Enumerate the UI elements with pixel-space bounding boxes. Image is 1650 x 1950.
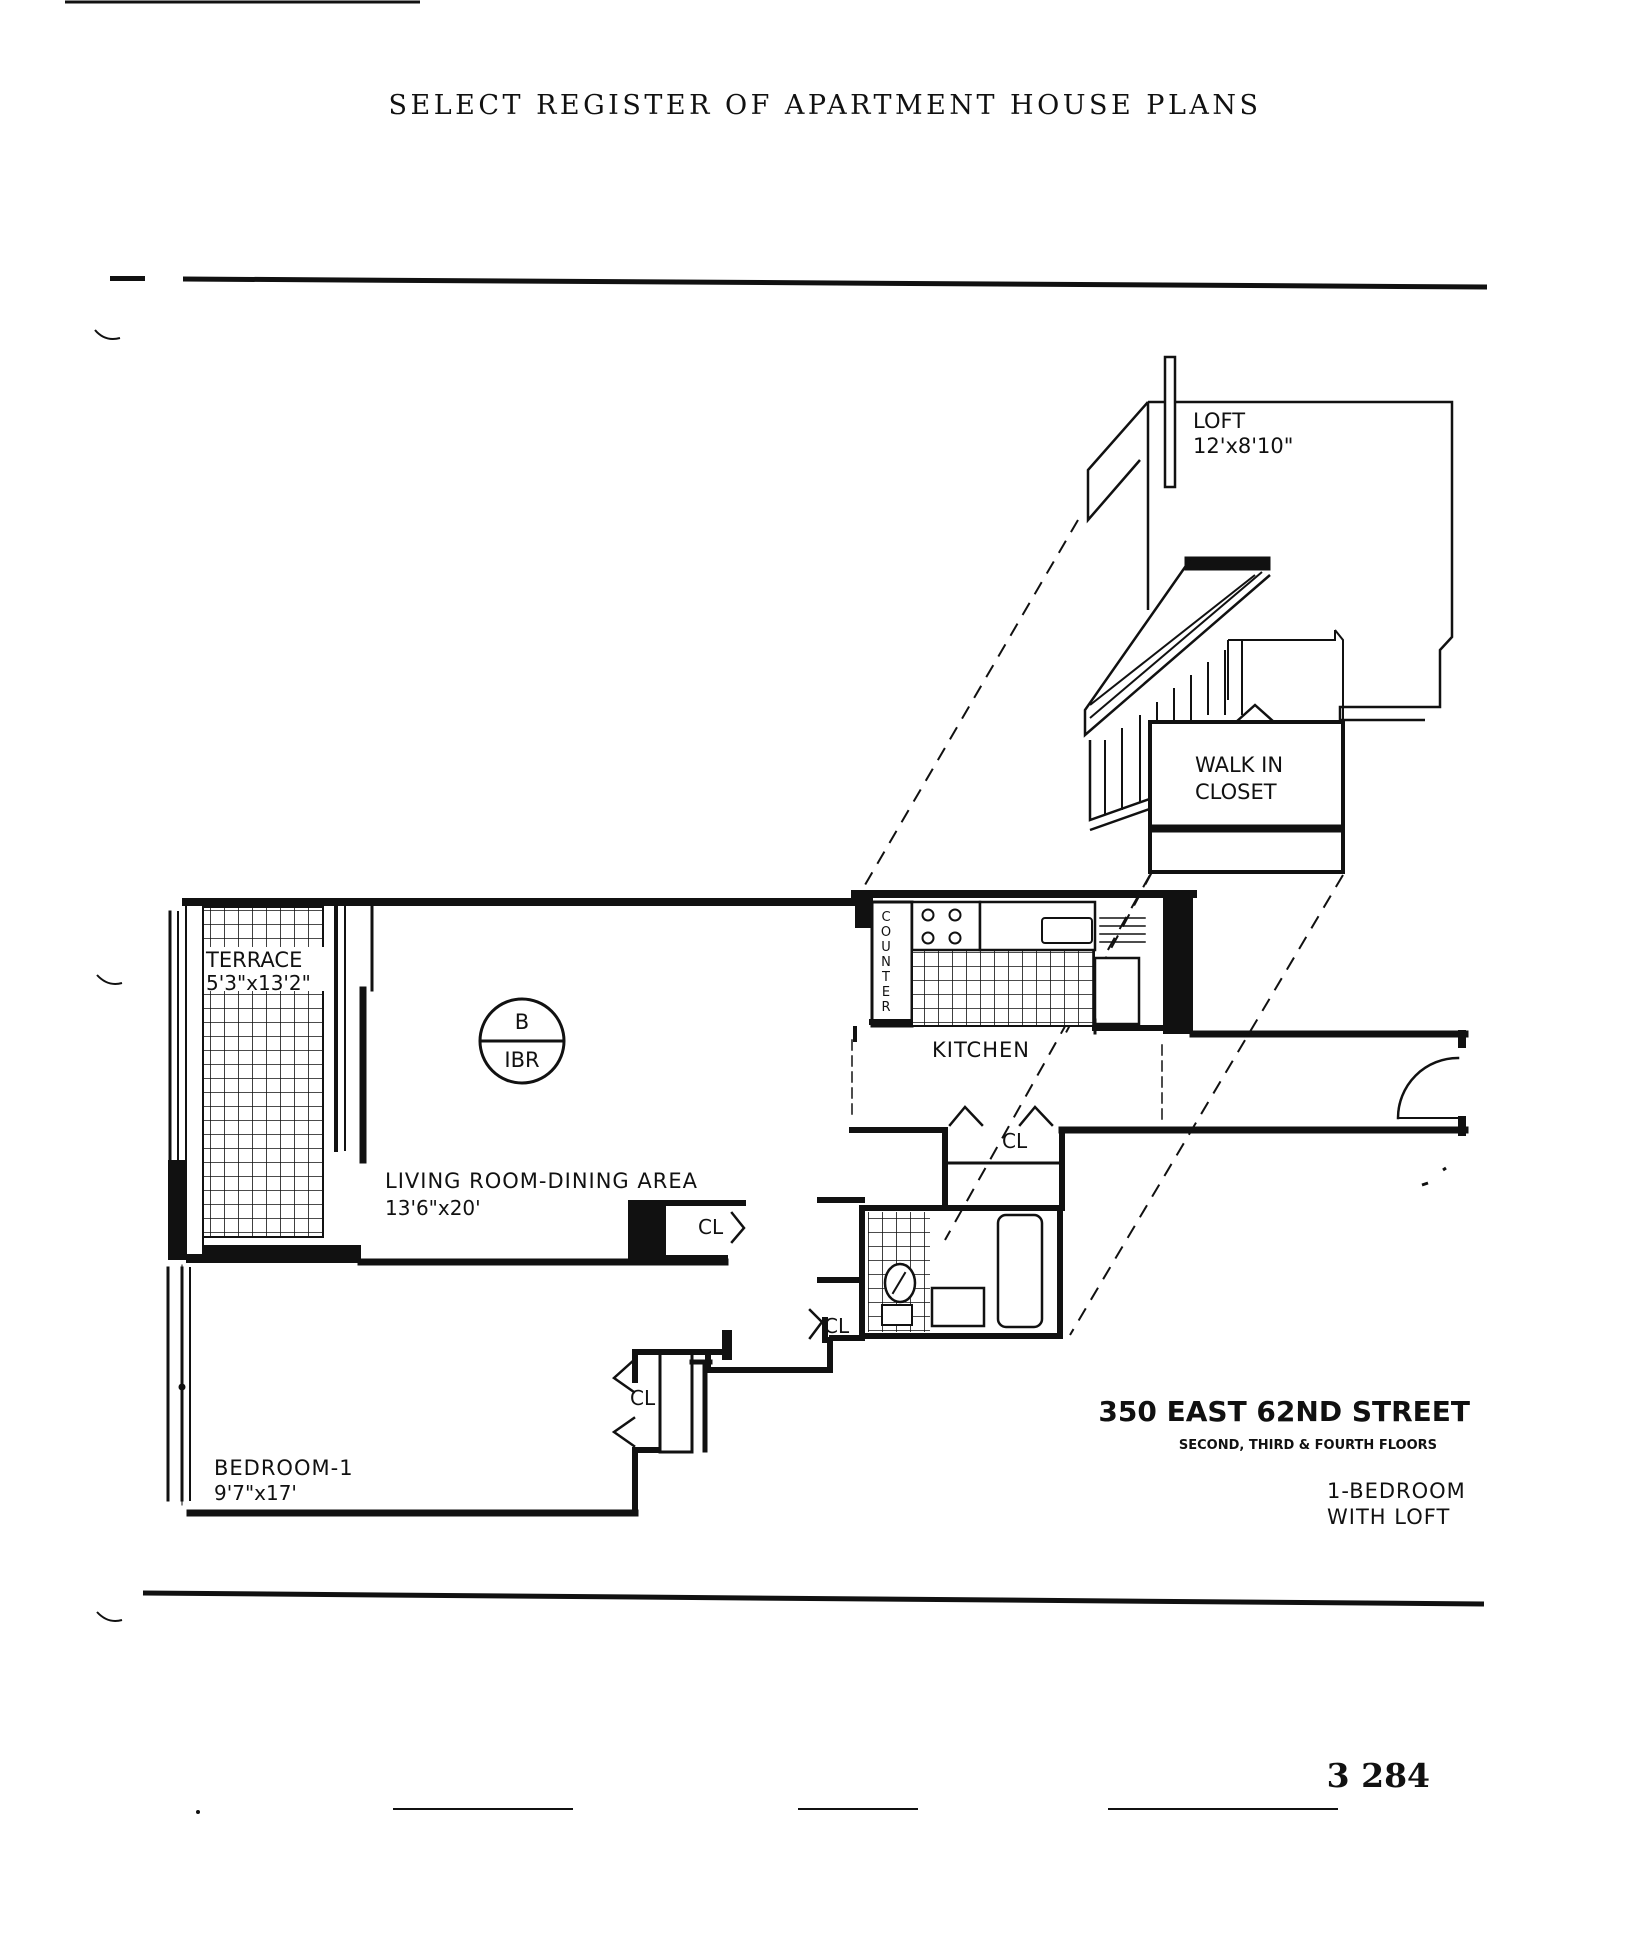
counter-letter: C xyxy=(881,910,890,925)
walk-in-closet-label-2: CLOSET xyxy=(1195,780,1277,804)
counter-letter: U xyxy=(881,940,891,955)
closet-label-hall: CL xyxy=(1002,1129,1028,1153)
terrace-label-bg xyxy=(203,947,325,991)
living-size: 13'6"x20' xyxy=(385,1196,481,1220)
counter-letter: O xyxy=(881,925,891,940)
unit-symbol-bottom: IBR xyxy=(504,1048,539,1072)
unit-symbol-top: B xyxy=(515,1010,529,1034)
bedroom-label: BEDROOM-1 xyxy=(214,1456,354,1480)
kitchen-label: KITCHEN xyxy=(932,1038,1030,1062)
binder-mark xyxy=(96,974,123,985)
bedroom-size: 9'7"x17' xyxy=(214,1481,297,1505)
loft-label: LOFT xyxy=(1193,409,1245,433)
binder-mark xyxy=(94,329,121,340)
counter-letter: N xyxy=(881,955,891,970)
main-floor-walls xyxy=(166,890,1469,1517)
counter-letter: T xyxy=(881,970,890,985)
top-rule xyxy=(182,276,1488,290)
terrace-size: 5'3"x13'2" xyxy=(206,971,311,995)
counter-letter: E xyxy=(882,985,890,1000)
walk-in-closet-label: WALK IN xyxy=(1195,753,1283,777)
unit-symbol xyxy=(478,997,566,1085)
apartment-type: 1-BEDROOM xyxy=(1327,1479,1466,1503)
building-floors: SECOND, THIRD & FOURTH FLOORS xyxy=(1179,1438,1437,1453)
bottom-rule xyxy=(142,1590,1485,1607)
apartment-type-2: WITH LOFT xyxy=(1327,1505,1450,1529)
top-rule-dash xyxy=(110,276,145,281)
stray-dot xyxy=(196,1810,200,1814)
counter-letter: R xyxy=(881,1000,890,1015)
living-label: LIVING ROOM-DINING AREA xyxy=(385,1169,698,1193)
closet-label-living: CL xyxy=(698,1215,724,1239)
loft-size: 12'x8'10" xyxy=(1193,434,1293,458)
terrace-label: TERRACE xyxy=(205,948,302,972)
projection-lines xyxy=(861,519,1344,1336)
binder-mark xyxy=(96,1611,123,1622)
register-header: SELECT REGISTER OF APARTMENT HOUSE PLANS xyxy=(388,90,1261,121)
page-number: 3 284 xyxy=(1327,1756,1430,1795)
closet-label-bath: CL xyxy=(824,1314,850,1338)
loft-level xyxy=(1083,355,1454,874)
terrace-edge xyxy=(185,904,204,1256)
stray-mark xyxy=(1421,1166,1447,1187)
building-address: 350 EAST 62ND STREET xyxy=(1098,1395,1470,1428)
closet-label-bedroom: CL xyxy=(630,1386,656,1410)
